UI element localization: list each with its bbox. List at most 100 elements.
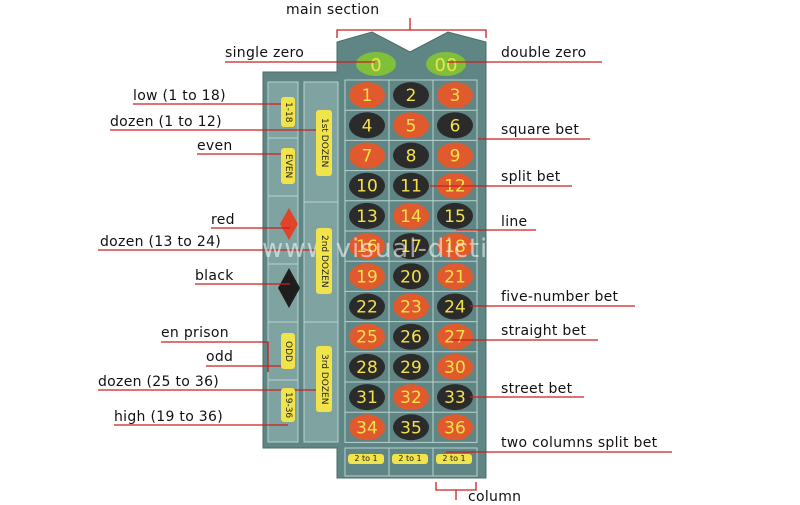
number-chip [349,172,385,199]
number-cell-26: 26 [393,323,429,350]
number-cell-27: 27 [437,323,473,350]
number-cell-15: 15 [437,202,473,229]
number-cell-30: 30 [437,353,473,380]
number-cell-20: 20 [393,263,429,290]
number-chip [393,263,429,290]
double-zero-number: 00 [435,55,458,76]
number-label: 19 [356,267,378,287]
number-label: 10 [356,177,378,197]
number-label: 1 [362,86,373,106]
number-chip [349,142,385,169]
double-zero-cell: 00 [426,52,466,76]
en-prison-bracket [263,341,269,372]
number-chip [393,142,429,169]
number-chip [437,293,473,320]
number-chip [437,142,473,169]
number-label: 28 [356,358,378,378]
number-label: 27 [444,328,466,348]
red-diamond [280,208,298,240]
label-dozen-3: dozen (25 to 36) [98,374,220,390]
label-double-zero: double zero [501,45,587,61]
number-cell-6: 6 [437,112,473,139]
number-chip [393,293,429,320]
bet-odd-text: ODD [281,333,295,369]
number-label: 30 [444,358,466,378]
number-label: 12 [444,177,466,197]
number-cell-18: 18 [437,233,473,260]
number-cell-2: 2 [393,82,429,109]
number-chip [349,233,385,260]
number-label: 9 [450,147,461,167]
number-chip [349,82,385,109]
number-cell-24: 24 [437,293,473,320]
number-cell-34: 34 [349,414,385,441]
number-cell-19: 19 [349,263,385,290]
number-cell-29: 29 [393,353,429,380]
number-label: 13 [356,207,378,227]
number-chip [393,172,429,199]
number-chip [393,414,429,441]
label-odd: odd [206,349,234,365]
number-chip [349,384,385,411]
number-chip [349,263,385,290]
number-chip [437,82,473,109]
number-chip [393,202,429,229]
number-cell-17: 17 [393,233,429,260]
bet-dozen-2-text: 2nd DOZEN [316,228,332,294]
label-dozen-2: dozen (13 to 24) [100,234,222,250]
black-diamond [278,268,300,308]
number-label: 18 [444,237,466,257]
label-main-section: main section [286,2,380,18]
main-section-bracket [336,29,487,38]
number-label: 32 [400,388,422,408]
number-label: 14 [400,207,422,227]
number-chip [349,414,385,441]
number-cell-32: 32 [393,384,429,411]
number-label: 34 [356,418,378,438]
number-chip [437,233,473,260]
number-label: 33 [444,388,466,408]
number-chip [349,323,385,350]
number-chip [393,233,429,260]
number-chip [393,112,429,139]
label-square-bet: square bet [501,122,580,138]
number-label: 6 [450,116,461,136]
label-high: high (19 to 36) [114,409,223,425]
label-column: column [468,489,522,505]
number-label: 23 [400,298,422,318]
number-cell-25: 25 [349,323,385,350]
number-chip [437,414,473,441]
number-cell-23: 23 [393,293,429,320]
label-single-zero: single zero [225,45,305,61]
label-line: line [501,214,528,230]
number-label: 5 [406,116,417,136]
number-chip [349,112,385,139]
single-zero-cell: 0 [356,52,396,76]
number-chip [437,353,473,380]
number-label: 16 [356,237,378,257]
bet-dozen-1-text: 1st DOZEN [316,110,332,176]
number-chip [393,82,429,109]
number-label: 2 [406,86,417,106]
number-chip [349,353,385,380]
outside-bets-panel [267,81,299,443]
number-label: 15 [444,207,466,227]
number-label: 11 [400,177,422,197]
bet-high-text: 19-36 [281,388,295,422]
label-en-prison: en prison [161,325,229,341]
label-low: low (1 to 18) [133,88,226,104]
bet-dozen-3-text: 3rd DOZEN [316,346,332,412]
number-chip [437,263,473,290]
column-bet-2: 2 to 1 [392,454,428,464]
number-label: 21 [444,267,466,287]
number-cell-16: 16 [349,233,385,260]
number-cell-9: 9 [437,142,473,169]
label-five-number-bet: five-number bet [501,289,619,305]
number-label: 25 [356,328,378,348]
number-cell-31: 31 [349,384,385,411]
label-two-columns-split-bet: two columns split bet [501,435,658,451]
column-bet-3: 2 to 1 [436,454,472,464]
number-label: 7 [362,147,373,167]
